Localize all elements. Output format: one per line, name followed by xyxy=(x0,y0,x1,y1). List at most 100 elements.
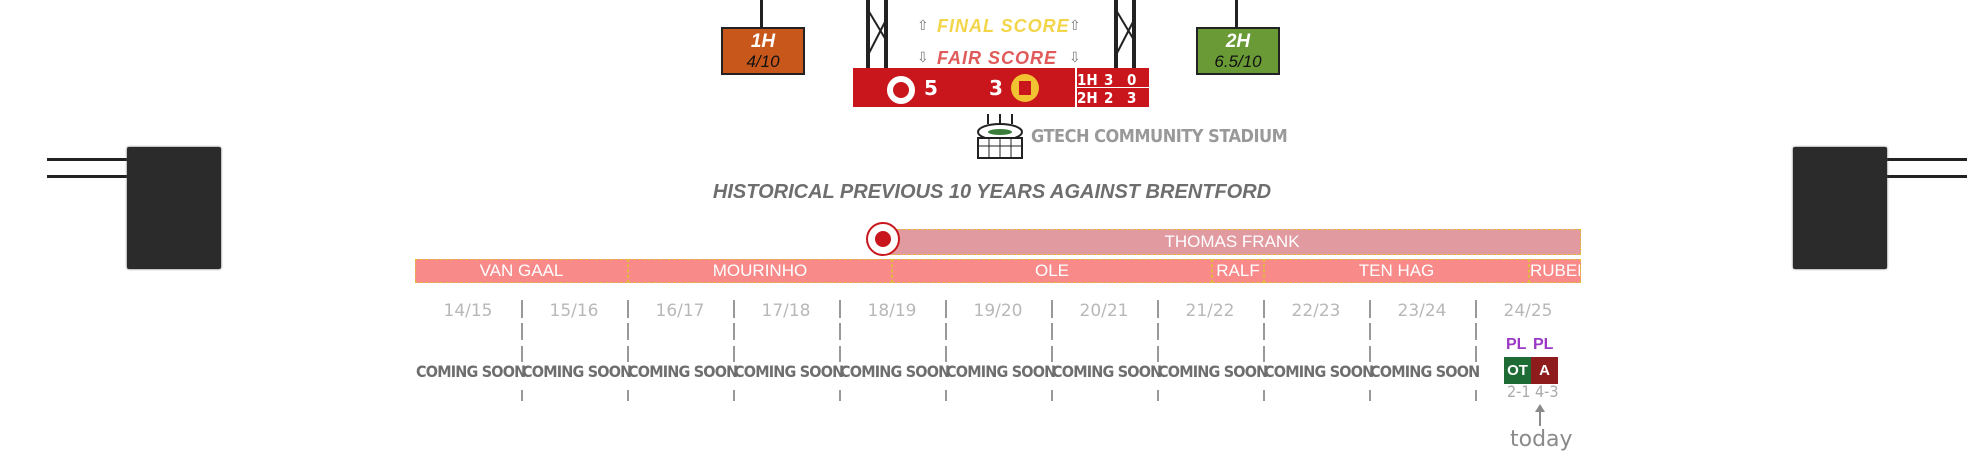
season-divider xyxy=(1475,323,1477,340)
half-away-score: 0 xyxy=(1127,71,1137,89)
coming-soon-label: COMING SOON xyxy=(522,362,632,381)
season-divider xyxy=(839,390,841,401)
stadium-name: GTECH COMMUNITY STADIUM xyxy=(1031,126,1288,147)
season-divider xyxy=(733,346,735,362)
season-divider xyxy=(945,323,947,340)
season-divider xyxy=(1263,390,1265,401)
coming-soon-label: COMING SOON xyxy=(416,362,526,381)
coming-soon-label: COMING SOON xyxy=(734,362,844,381)
right-speaker xyxy=(1793,147,1887,269)
match-score: 2-1 xyxy=(1507,382,1531,401)
season-label: 18/19 xyxy=(867,301,917,321)
coming-soon-label: COMING SOON xyxy=(628,362,738,381)
season-divider xyxy=(733,390,735,401)
half-label: 1H xyxy=(1077,71,1098,89)
season-label: 19/20 xyxy=(973,301,1023,321)
match-result-away[interactable]: A xyxy=(1531,357,1558,384)
right-truss xyxy=(1887,158,1967,161)
today-label: today xyxy=(1510,427,1573,452)
coming-soon-label: COMING SOON xyxy=(840,362,950,381)
match-result-home[interactable]: OT xyxy=(1504,357,1531,384)
today-arrow-icon xyxy=(1535,404,1545,426)
fair-score-label: FAIR SCORE xyxy=(937,48,1058,68)
season-divider xyxy=(1369,323,1371,340)
brentford-crest-icon xyxy=(866,222,900,256)
season-divider xyxy=(1051,323,1053,340)
season-divider xyxy=(627,300,629,318)
season-divider xyxy=(1051,346,1053,362)
coming-soon-label: COMING SOON xyxy=(1264,362,1374,381)
season-divider xyxy=(1369,346,1371,362)
season-divider xyxy=(1157,390,1159,401)
competition-label: PL xyxy=(1533,336,1554,353)
season-divider xyxy=(733,323,735,340)
stadium-icon xyxy=(977,114,1023,159)
scoreboard-post-left xyxy=(866,0,870,68)
first-half-rating: 1H 4/10 xyxy=(721,27,805,75)
left-truss xyxy=(47,158,127,161)
half-home-score: 3 xyxy=(1104,71,1114,89)
season-label: 24/25 xyxy=(1503,301,1553,321)
season-label: 17/18 xyxy=(761,301,811,321)
manager-bar: MOURINHO xyxy=(628,259,892,283)
season-label: 16/17 xyxy=(655,301,705,321)
season-label: 22/23 xyxy=(1291,301,1341,321)
season-divider xyxy=(945,346,947,362)
up-arrow-icon: ⇧ xyxy=(917,17,929,33)
season-divider xyxy=(1263,300,1265,318)
half-label: 2H xyxy=(1077,89,1098,107)
season-divider xyxy=(945,390,947,401)
season-divider xyxy=(521,300,523,318)
season-divider xyxy=(1263,323,1265,340)
brentford-crest-icon xyxy=(885,74,917,106)
scoreboard-post-left-2 xyxy=(884,0,888,68)
up-arrow-icon: ⇧ xyxy=(1069,17,1081,33)
season-label: 20/21 xyxy=(1079,301,1129,321)
down-arrow-icon: ⇩ xyxy=(917,49,929,65)
away-score: 3 xyxy=(989,76,1003,100)
first-half-row: 1H 3 0 xyxy=(1077,71,1136,89)
down-arrow-icon: ⇩ xyxy=(1069,49,1081,65)
season-label: 21/22 xyxy=(1185,301,1235,321)
coming-soon-label: COMING SOON xyxy=(946,362,1056,381)
season-divider xyxy=(1475,300,1477,318)
season-divider xyxy=(521,390,523,401)
season-divider xyxy=(521,323,523,340)
season-divider xyxy=(1369,390,1371,401)
coming-soon-label: COMING SOON xyxy=(1158,362,1268,381)
rating-hanger xyxy=(760,0,763,28)
right-truss-lower xyxy=(1887,175,1967,178)
half-title: 1H xyxy=(750,31,776,52)
manager-bar: RUBEN xyxy=(1529,259,1581,283)
second-half-rating: 2H 6.5/10 xyxy=(1196,27,1280,75)
second-half-row: 2H 2 3 xyxy=(1077,89,1136,107)
half-divider xyxy=(1075,68,1077,107)
scoreboard-truss-braces xyxy=(867,9,1135,56)
season-divider xyxy=(1369,300,1371,318)
season-label: 15/16 xyxy=(549,301,599,321)
season-divider xyxy=(1157,323,1159,340)
home-score: 5 xyxy=(924,76,938,100)
season-divider xyxy=(1157,300,1159,318)
rating-hanger xyxy=(1235,0,1238,28)
history-title: HISTORICAL PREVIOUS 10 YEARS AGAINST BRE… xyxy=(712,181,1272,203)
season-divider xyxy=(627,346,629,362)
season-divider xyxy=(1051,300,1053,318)
left-speaker xyxy=(127,147,221,269)
scoreboard-post-right-2 xyxy=(1132,0,1136,68)
coming-soon-label: COMING SOON xyxy=(1052,362,1162,381)
coming-soon-label: COMING SOON xyxy=(1370,362,1480,381)
season-label: 23/24 xyxy=(1397,301,1447,321)
season-divider xyxy=(627,390,629,401)
season-divider xyxy=(1051,390,1053,401)
final-score-label: FINAL SCORE xyxy=(937,16,1070,36)
season-divider xyxy=(839,323,841,340)
half-home-score: 2 xyxy=(1104,89,1114,107)
scoreboard-post-right xyxy=(1114,0,1118,68)
manager-bar: OLE xyxy=(892,259,1212,283)
season-divider xyxy=(627,323,629,340)
half-title: 2H xyxy=(1225,31,1251,52)
season-divider xyxy=(839,346,841,362)
season-divider xyxy=(521,346,523,362)
season-divider xyxy=(839,300,841,318)
